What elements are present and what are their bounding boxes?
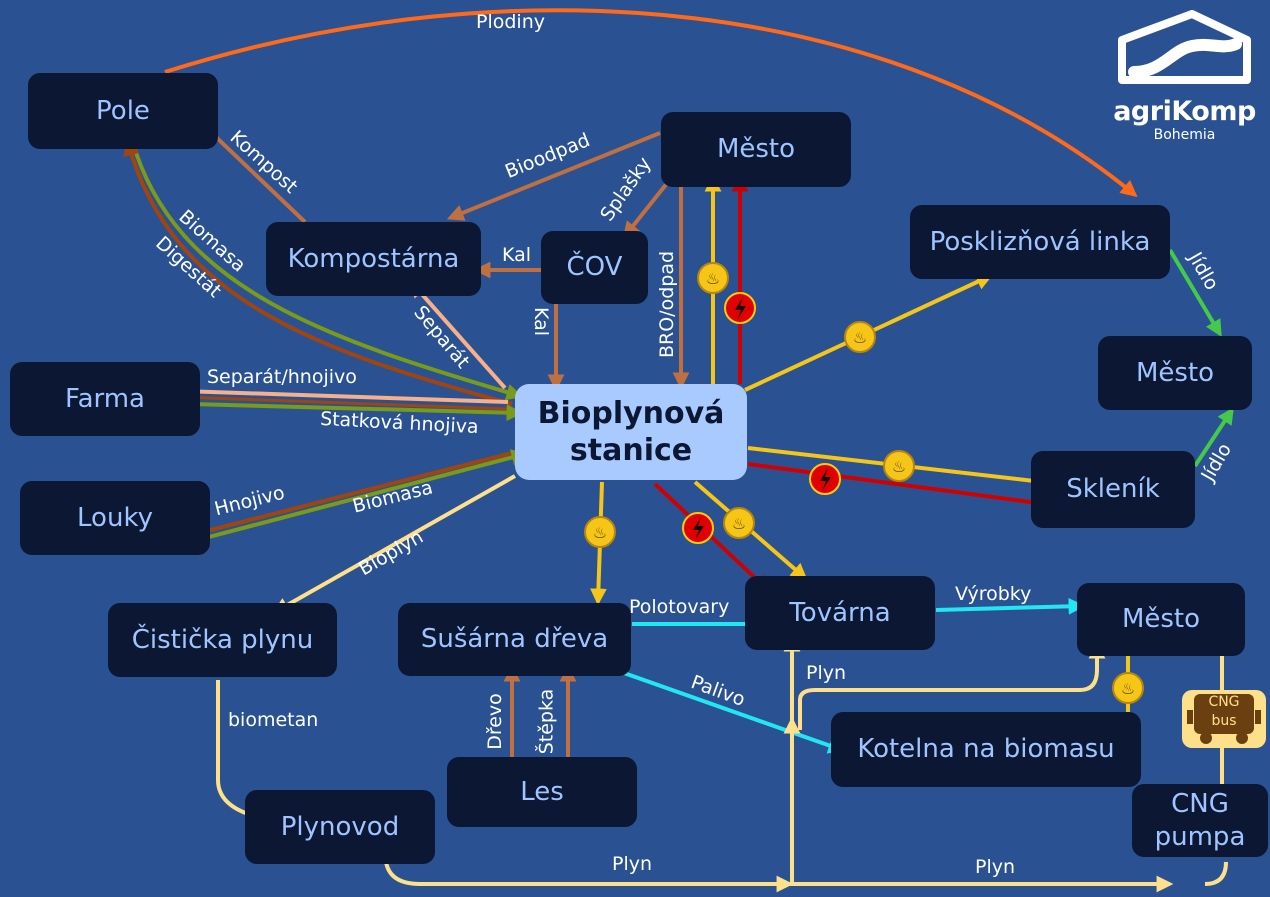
- node-mesto-right: Město: [1098, 336, 1252, 410]
- node-susarna-label: Sušárna dřeva: [420, 624, 609, 655]
- edge-plodiny: [164, 8, 1138, 198]
- logo-mark-icon: [1118, 10, 1251, 84]
- edge-power-tovarna: [653, 482, 771, 593]
- edge-plyn-bottom: [384, 861, 1174, 893]
- edge-plyn-mesto: [798, 641, 1106, 730]
- edge-biomasa-louky: [204, 449, 529, 540]
- edge-jidlo-1: [1168, 248, 1222, 337]
- node-mesto-right-label: Město: [1135, 357, 1215, 388]
- edge-separat-hnojivo: [178, 383, 509, 404]
- power-icon-sklenik: [809, 463, 841, 495]
- node-farma-label: Farma: [65, 383, 145, 414]
- svg-text:♨: ♨: [706, 269, 720, 288]
- svg-text:♨: ♨: [593, 523, 607, 542]
- edge-vyrobky: [935, 597, 1086, 615]
- edge-farma-brown: [181, 395, 509, 411]
- node-mesto-bottom: Město: [1077, 583, 1245, 656]
- edge-jidlo-2: [1193, 407, 1234, 468]
- node-plynovod: Plynovod: [245, 790, 435, 864]
- cng-label-line2: pumpa: [1154, 821, 1246, 852]
- edge-bioplyn: [272, 474, 516, 614]
- label-plyn-bottom-2: Plyn: [975, 856, 1016, 878]
- edge-power-sklenik: [747, 462, 1064, 513]
- heat-icon-tovarna: ♨: [723, 507, 755, 539]
- svg-text:♨: ♨: [732, 514, 746, 533]
- edge-statkova: [191, 402, 524, 422]
- node-mesto-bottom-label: Město: [1121, 604, 1201, 635]
- bus-label-line1: CNG: [1208, 694, 1240, 710]
- bus-label-line2: bus: [1211, 713, 1237, 729]
- label-kal-komp: Kal: [502, 244, 532, 266]
- svg-text:♨: ♨: [1121, 679, 1135, 698]
- svg-text:♨: ♨: [853, 328, 867, 347]
- label-plodiny: Plodiny: [476, 11, 545, 33]
- node-kompostarna: Kompostárna: [266, 222, 481, 296]
- label-drevo: Dřevo: [483, 693, 506, 750]
- edge-separat: [409, 280, 507, 390]
- node-kotelna-na-biomasu: Kotelna na biomasu: [831, 712, 1141, 787]
- node-mesto-top: Město: [661, 112, 851, 187]
- logo-subtitle: Bohemia: [1153, 127, 1216, 143]
- edge-biomasa-pole: [130, 139, 524, 401]
- label-polotovary: Polotovary: [629, 596, 730, 618]
- node-cov-label: ČOV: [566, 252, 623, 283]
- node-tovarna: Továrna: [745, 576, 935, 650]
- logo-brand: agriKomp: [1113, 96, 1256, 127]
- svg-text:♨: ♨: [892, 457, 906, 476]
- node-louky: Louky: [20, 481, 210, 555]
- label-stepka: Štěpka: [535, 688, 558, 755]
- node-posklizni-linka: Posklizňová linka: [910, 205, 1170, 279]
- heat-icon-kotelna: ♨: [1112, 672, 1144, 704]
- node-louky-label: Louky: [77, 502, 153, 533]
- cng-bus-icon: CNG bus: [1180, 688, 1270, 750]
- label-vyrobky: Výrobky: [955, 583, 1032, 605]
- agrikomp-logo: agriKomp Bohemia: [1112, 10, 1257, 145]
- node-cisticka-label: Čistička plynu: [131, 624, 314, 655]
- node-plynovod-label: Plynovod: [280, 811, 400, 842]
- label-separat-hnojivo: Separát/hnojivo: [207, 366, 357, 388]
- node-kompostarna-label: Kompostárna: [287, 243, 460, 274]
- node-cov: ČOV: [541, 231, 648, 304]
- node-pole: Pole: [28, 73, 218, 149]
- edge-palivo: [623, 671, 846, 754]
- label-biometan: biometan: [228, 709, 319, 731]
- node-susarna-dreva: Sušárna dřeva: [398, 603, 631, 676]
- node-tovarna-label: Továrna: [789, 597, 891, 628]
- node-sklenik: Skleník: [1031, 451, 1195, 528]
- node-les-label: Les: [520, 776, 564, 807]
- label-plyn-bottom-1: Plyn: [612, 853, 653, 875]
- node-les: Les: [447, 757, 637, 827]
- edge-digestat: [123, 138, 513, 406]
- node-pole-label: Pole: [96, 95, 150, 126]
- node-farma: Farma: [10, 362, 200, 436]
- edge-bioodpad: [446, 131, 661, 221]
- heat-icon-posklizni: ♨: [844, 321, 876, 353]
- heat-icon-sklenik: ♨: [883, 450, 915, 482]
- label-bro: BRO/odpad: [656, 250, 679, 359]
- cng-label-line1: CNG: [1171, 789, 1229, 819]
- heat-icon-susarna: ♨: [584, 516, 616, 548]
- node-cisticka-plynu: Čistička plynu: [108, 603, 337, 677]
- heat-icon-mesto: ♨: [697, 262, 729, 294]
- power-icon-mesto: [724, 292, 756, 324]
- power-icon-tovarna: [682, 512, 714, 544]
- node-kotelna-label: Kotelna na biomasu: [857, 734, 1115, 765]
- node-bioplynova-stanice: Bioplynová stanice: [515, 384, 747, 480]
- edge-cng-in: [1204, 861, 1228, 886]
- node-cng-pumpa: CNG pumpa: [1132, 784, 1268, 857]
- hub-label-line1: Bioplynová: [537, 395, 725, 431]
- label-plyn-tovarna: Plyn: [806, 662, 847, 684]
- edge-hnojivo: [191, 451, 513, 539]
- hub-label-line2: stanice: [569, 433, 693, 468]
- node-sklenik-label: Skleník: [1066, 474, 1160, 505]
- node-posklizni-label: Posklizňová linka: [929, 226, 1151, 257]
- edge-splasky: [622, 180, 670, 239]
- label-kal-hub: Kal: [530, 306, 553, 337]
- node-mesto-top-label: Město: [716, 134, 796, 165]
